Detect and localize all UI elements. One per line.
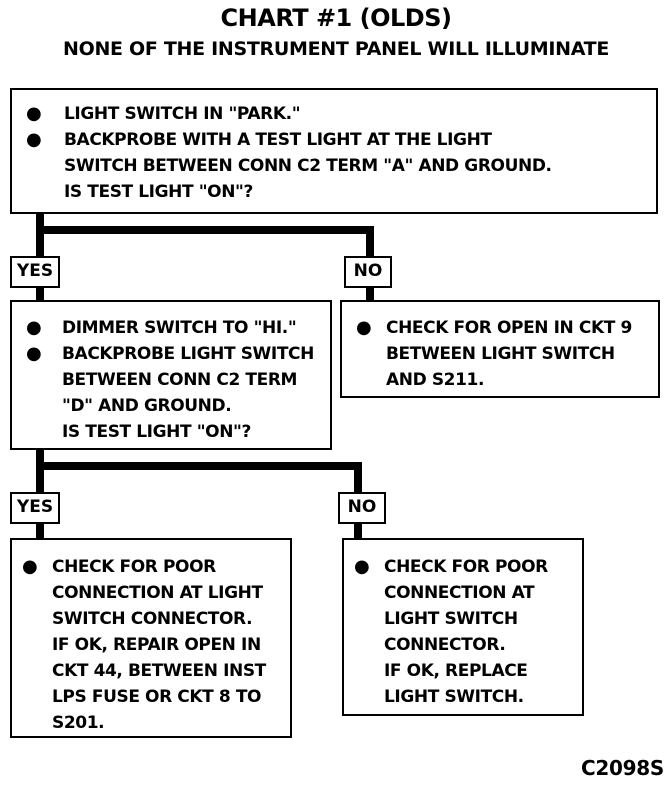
bullet-icon: ●	[354, 556, 370, 577]
step-4-line-2: CONNECTION AT LIGHT	[52, 583, 263, 603]
step-2-item-1: DIMMER SWITCH TO "HI."	[62, 318, 297, 338]
step-4-line-4: IF OK, REPAIR OPEN IN	[52, 635, 261, 655]
step-3-line-1: CHECK FOR OPEN IN CKT 9	[386, 318, 632, 338]
bullet-icon: ●	[26, 343, 42, 364]
no-label-2: NO	[338, 492, 386, 524]
step-5-box: ● CHECK FOR POOR CONNECTION AT LIGHT SWI…	[342, 538, 584, 716]
chart-subtitle: NONE OF THE INSTRUMENT PANEL WILL ILLUMI…	[62, 38, 609, 60]
bullet-icon: ●	[26, 317, 42, 338]
step-2-box: ● DIMMER SWITCH TO "HI." ● BACKPROBE LIG…	[10, 300, 332, 450]
bullet-item: ● DIMMER SWITCH TO "HI."	[26, 315, 330, 341]
step-4-line-7: S201.	[52, 713, 105, 733]
step-3-box: ● CHECK FOR OPEN IN CKT 9 BETWEEN LIGHT …	[340, 300, 660, 398]
step-1-box: ● LIGHT SWITCH IN "PARK." ● BACKPROBE WI…	[10, 88, 658, 214]
step-2-item-2-line-3: "D" AND GROUND.	[62, 396, 232, 416]
bullet-icon: ●	[26, 103, 42, 124]
no-label-1: NO	[344, 256, 392, 288]
bullet-icon: ●	[22, 556, 38, 577]
yes-label-2: YES	[10, 492, 60, 524]
step-4-line-3: SWITCH CONNECTOR.	[52, 609, 253, 629]
step-5-line-2: CONNECTION AT	[384, 583, 535, 603]
bullet-icon: ●	[356, 317, 372, 338]
step-5-line-6: LIGHT SWITCH.	[384, 687, 524, 707]
bullet-item: ● CHECK FOR POOR CONNECTION AT LIGHT SWI…	[354, 554, 582, 710]
chart-title: CHART #1 (OLDS)	[220, 4, 452, 32]
figure-code: C2098S	[581, 756, 664, 780]
step-5-line-1: CHECK FOR POOR	[384, 557, 548, 577]
step-2-item-2-line-1: BACKPROBE LIGHT SWITCH	[62, 344, 314, 364]
step-2-item-2-line-2: BETWEEN CONN C2 TERM	[62, 370, 298, 390]
step-1-item-1: LIGHT SWITCH IN "PARK."	[64, 104, 301, 124]
step-4-line-6: LPS FUSE OR CKT 8 TO	[52, 687, 262, 707]
step-4-box: ● CHECK FOR POOR CONNECTION AT LIGHT SWI…	[10, 538, 292, 738]
bullet-item: ● LIGHT SWITCH IN "PARK."	[26, 101, 656, 127]
step-4-line-1: CHECK FOR POOR	[52, 557, 216, 577]
step-4-line-5: CKT 44, BETWEEN INST	[52, 661, 266, 681]
yes-label-1: YES	[10, 256, 60, 288]
step-2-question: IS TEST LIGHT "ON"?	[62, 422, 251, 442]
step-3-line-2: BETWEEN LIGHT SWITCH	[386, 344, 615, 364]
step-1-item-2-line-1: BACKPROBE WITH A TEST LIGHT AT THE LIGHT	[64, 130, 492, 150]
bullet-item: ● BACKPROBE LIGHT SWITCH BETWEEN CONN C2…	[26, 341, 330, 445]
bullet-icon: ●	[26, 129, 42, 150]
step-1-item-2-line-2: SWITCH BETWEEN CONN C2 TERM "A" AND GROU…	[64, 156, 552, 176]
step-5-line-3: LIGHT SWITCH	[384, 609, 518, 629]
bullet-item: ● CHECK FOR OPEN IN CKT 9 BETWEEN LIGHT …	[356, 315, 658, 393]
step-5-line-5: IF OK, REPLACE	[384, 661, 528, 681]
bullet-item: ● BACKPROBE WITH A TEST LIGHT AT THE LIG…	[26, 127, 656, 205]
bullet-item: ● CHECK FOR POOR CONNECTION AT LIGHT SWI…	[22, 554, 290, 736]
step-5-line-4: CONNECTOR.	[384, 635, 506, 655]
step-1-question: IS TEST LIGHT "ON"?	[64, 182, 253, 202]
step-3-line-3: AND S211.	[386, 370, 485, 390]
